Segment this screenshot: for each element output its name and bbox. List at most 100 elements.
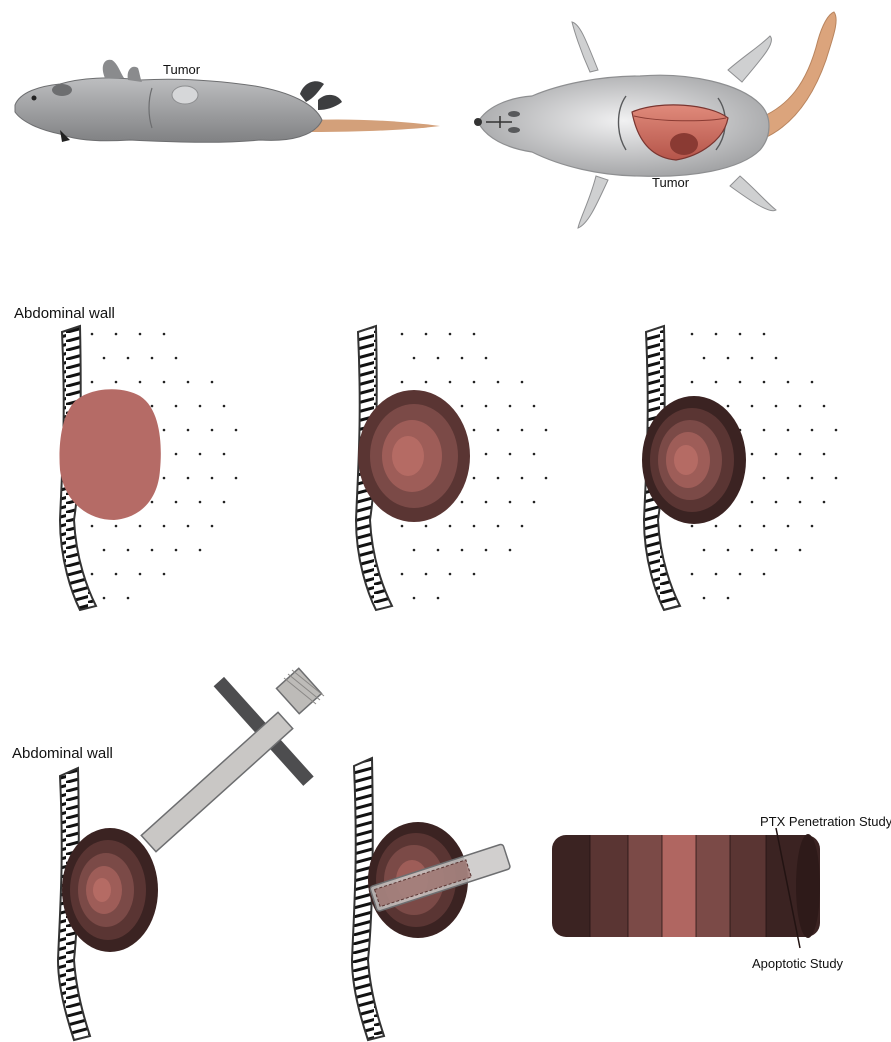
field-dot <box>775 405 778 408</box>
field-dot <box>425 333 428 336</box>
field-dot <box>727 597 730 600</box>
mouse-top-eye-left <box>508 111 520 117</box>
field-dot <box>521 477 524 480</box>
mouse-dissected-view: Tumor <box>474 12 836 228</box>
field-dot <box>115 333 118 336</box>
field-dot <box>223 501 226 504</box>
field-dot <box>715 573 718 576</box>
field-dot <box>401 573 404 576</box>
field-dot <box>835 477 838 480</box>
field-dot <box>187 477 190 480</box>
field-dot <box>799 453 802 456</box>
mouse-top-leg-front-upper <box>572 22 598 72</box>
tumor-b1-core <box>93 878 111 902</box>
mouse-side-paw-rear-2 <box>318 95 342 110</box>
mouse-top-tumor <box>670 133 698 155</box>
tumor-uniform <box>59 389 160 520</box>
field-dot <box>751 501 754 504</box>
field-dot <box>127 597 130 600</box>
field-dot <box>163 429 166 432</box>
field-dot <box>751 357 754 360</box>
tumor-s2-core <box>392 436 424 476</box>
field-dot <box>799 405 802 408</box>
field-dot <box>199 549 202 552</box>
field-dot <box>175 501 178 504</box>
field-dot <box>787 525 790 528</box>
tumor-stage-1 <box>59 326 237 610</box>
punch-shaft <box>141 712 292 851</box>
field-dot <box>103 357 106 360</box>
field-dot <box>199 501 202 504</box>
field-dot <box>413 597 416 600</box>
field-dot <box>187 525 190 528</box>
field-dot <box>461 405 464 408</box>
field-dot <box>103 549 106 552</box>
field-dot <box>763 333 766 336</box>
field-dot <box>473 429 476 432</box>
field-dot <box>533 453 536 456</box>
field-dot <box>509 501 512 504</box>
tumor-label-side: Tumor <box>163 62 201 77</box>
field-dot <box>413 549 416 552</box>
field-dot <box>823 405 826 408</box>
field-dot <box>545 429 548 432</box>
field-dot <box>401 333 404 336</box>
mouse-top-leg-front-lower <box>578 176 608 228</box>
field-dot <box>497 381 500 384</box>
field-dot <box>235 429 238 432</box>
field-dot <box>811 525 814 528</box>
field-dot <box>473 381 476 384</box>
field-dot <box>473 525 476 528</box>
slice-5 <box>696 835 730 937</box>
field-dot <box>175 453 178 456</box>
field-dot <box>691 381 694 384</box>
field-dot <box>461 501 464 504</box>
field-dot <box>211 381 214 384</box>
field-dot <box>739 573 742 576</box>
field-dot <box>91 381 94 384</box>
field-dot <box>449 381 452 384</box>
field-dot <box>187 429 190 432</box>
field-dot <box>163 333 166 336</box>
biopsy-punch-tool <box>141 668 324 851</box>
field-dot <box>787 381 790 384</box>
mouse-side-view: Tumor <box>15 60 440 143</box>
field-dot <box>509 549 512 552</box>
field-dot <box>473 477 476 480</box>
field-dot <box>811 477 814 480</box>
slice-6 <box>730 835 766 937</box>
field-dot <box>127 549 130 552</box>
field-dot <box>413 357 416 360</box>
field-dot <box>91 333 94 336</box>
field-dot <box>533 405 536 408</box>
field-dot <box>715 525 718 528</box>
field-dot <box>775 549 778 552</box>
field-dot <box>437 597 440 600</box>
field-dot <box>739 525 742 528</box>
field-dot <box>175 549 178 552</box>
field-dot <box>163 525 166 528</box>
field-dot <box>175 405 178 408</box>
field-dot <box>727 405 730 408</box>
field-dot <box>703 357 706 360</box>
field-dot <box>485 549 488 552</box>
field-dot <box>703 597 706 600</box>
field-dot <box>211 477 214 480</box>
field-dot <box>545 477 548 480</box>
field-dot <box>223 453 226 456</box>
mouse-side-tail <box>310 119 440 132</box>
field-dot <box>91 573 94 576</box>
field-dot <box>461 549 464 552</box>
field-dot <box>739 333 742 336</box>
field-dot <box>187 381 190 384</box>
slice-end-cap <box>796 834 820 938</box>
field-dot <box>739 381 742 384</box>
field-dot <box>115 573 118 576</box>
field-dot <box>775 453 778 456</box>
field-dot <box>235 477 238 480</box>
mouse-side-paw-front-2 <box>128 67 142 82</box>
field-dot <box>425 573 428 576</box>
field-dot <box>437 549 440 552</box>
field-dot <box>485 501 488 504</box>
